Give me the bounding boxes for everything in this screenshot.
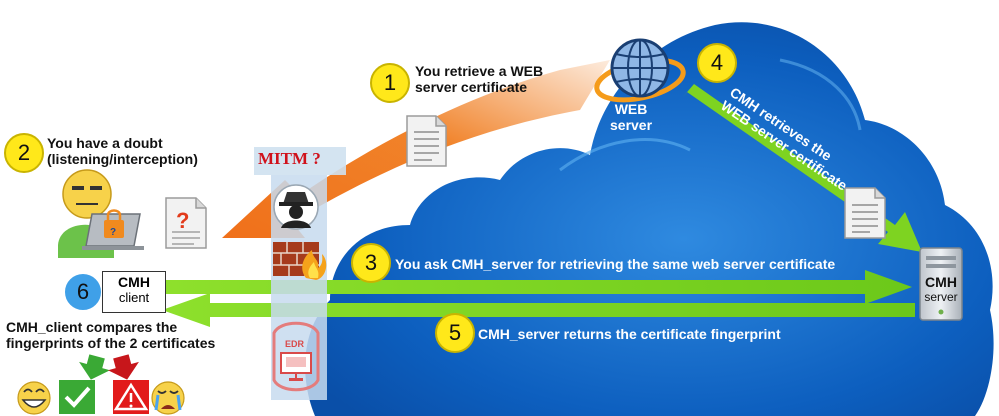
- step-2-text: You have a doubt (listening/interception…: [47, 135, 198, 168]
- cmh-server-title: CMH: [925, 274, 957, 290]
- hacker-icon: [273, 184, 319, 230]
- svg-text:?: ?: [176, 208, 189, 233]
- step-5-text: CMH_server returns the certificate finge…: [478, 326, 781, 342]
- server-icon: [919, 247, 963, 321]
- step-6-text: CMH_client compares the fingerprints of …: [6, 319, 216, 352]
- edr-label: EDR: [285, 339, 305, 349]
- step-1-text: You retrieve a WEB server certificate: [415, 63, 544, 96]
- document-icon: [406, 115, 447, 167]
- result-arrow-red: [108, 354, 139, 380]
- step-3-badge: 3: [351, 243, 391, 283]
- doubt-document-icon: ?: [165, 197, 207, 249]
- mitm-label: MITM ?: [258, 149, 321, 168]
- web-server-label: WEB server: [610, 101, 653, 134]
- globe-icon: [594, 38, 686, 103]
- edr-icon: [272, 321, 320, 392]
- step-3-text: You ask CMH_server for retrieving the sa…: [395, 256, 836, 272]
- green-arrow-3: [165, 270, 912, 304]
- cmh-server-label: CMH server: [918, 274, 964, 304]
- check-icon: [59, 380, 95, 414]
- warning-icon: [113, 380, 149, 414]
- mitm-label-bg: [254, 147, 346, 175]
- user-laptop-icon: ?: [58, 169, 144, 258]
- step-4-badge: 4: [697, 43, 737, 83]
- step-2-badge: 2: [4, 133, 44, 173]
- firewall-icon: [273, 242, 327, 280]
- cmh-server-sub: server: [924, 290, 958, 304]
- svg-text:?: ?: [110, 227, 116, 238]
- step-6-badge: 6: [63, 272, 103, 312]
- happy-face-icon: [17, 381, 51, 415]
- cmh-client-title: CMH: [118, 274, 150, 290]
- crying-face-icon: [151, 381, 185, 415]
- green-arrow-5: [162, 293, 915, 327]
- step-1-badge: 1: [370, 63, 410, 103]
- document-icon-2: [844, 187, 886, 239]
- result-arrow-green: [79, 354, 110, 380]
- step-5-badge: 5: [435, 313, 475, 353]
- cmh-client-sub: client: [118, 290, 150, 305]
- cloud: [305, 22, 994, 416]
- cmh-client-box: CMH client: [102, 271, 166, 313]
